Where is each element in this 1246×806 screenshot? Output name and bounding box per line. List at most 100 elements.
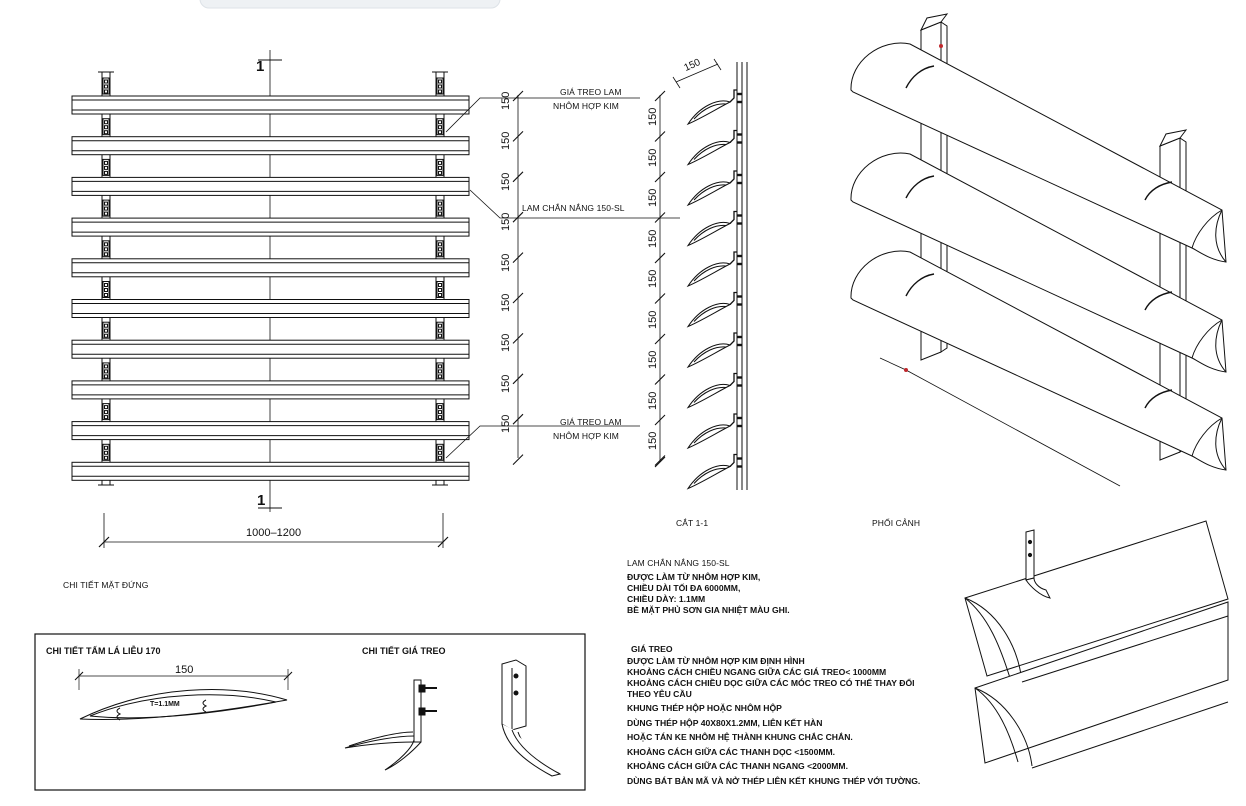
bracket-clip [102,321,110,339]
dimension-tick [654,414,666,426]
bracket-clip [436,403,444,421]
section-spacing-label: 150 [647,148,659,167]
dimension-tick [654,333,666,345]
leaf-width-label: 150 [175,664,194,676]
section-blade [686,453,742,490]
section-blade [686,251,742,288]
bracket-clip [102,158,110,176]
elevation-view [71,50,470,548]
section-blade [686,332,742,369]
perspective-slat [850,152,1227,373]
notes-bracket-line: KHOẢNG CÁCH GIỮA CÁC THANH NGANG <2000MM… [627,761,848,771]
section-mark-top: 1 [256,58,265,75]
left-spacing-label: 150 [500,293,512,312]
left-spacing-dimensions [512,90,524,465]
notes-product-line: ĐƯỢC LÀM TỪ NHÔM HỢP KIM, [627,572,761,582]
left-spacing-label: 150 [500,374,512,393]
leaf-thickness-label: T=1.1MM [150,701,180,708]
bracket-clip [436,281,444,298]
bracket-clip [436,199,444,217]
bracket-detail-title: CHI TIẾT GIÁ TREO [362,646,446,656]
section-blade [686,89,742,126]
bracket-clip [436,158,444,176]
top-bar-fragment [199,0,501,9]
section-spacing-label: 150 [647,431,659,450]
dimension-tick [512,373,524,385]
bracket-clip [102,443,110,461]
dimension-tick [512,252,524,263]
perspective-caption: PHỐI CẢNH [872,518,921,528]
perspective-view [850,13,1227,487]
dimension-tick [654,131,666,142]
elevation-slat [71,299,470,318]
notes-product-line: BỀ MẶT PHỦ SƠN GIA NHIỆT MÀU GHI. [627,605,790,615]
notes-product-line: CHIỀU DÀY: 1.1MM [627,594,706,604]
large-louver-detail [964,520,1229,769]
dimension-tick [654,90,666,102]
dimension-tick [512,211,524,223]
elevation-slat [71,136,470,156]
bracket-clip [102,281,110,298]
leader-bracket-bottom [445,425,640,459]
red-point-marker [939,44,943,48]
section-blade [686,291,742,328]
section-caption: CẮT 1-1 [676,518,709,528]
elevation-slat [71,461,470,481]
dimension-tick [512,171,524,183]
bracket-clip [436,362,444,380]
notes-product-title: LAM CHẮN NẮNG 150-SL [627,558,730,568]
section-blade [686,413,742,450]
section-blade [686,129,742,166]
bracket-clip [102,199,110,217]
elevation-slat [71,176,470,196]
width-dimension-label: 1000–1200 [246,527,302,539]
notes-bracket-line: KHOẢNG CÁCH GIỮA CÁC THANH DỌC <1500MM. [627,746,836,757]
leader-louver [469,189,680,219]
section-mark-bottom: 1 [257,492,266,509]
perspective-slat [850,42,1227,263]
section-spacing-label: 150 [647,269,659,288]
section-blade [686,170,742,207]
dimension-tick [654,252,666,264]
bracket-clip [436,77,444,95]
elevation-slat [71,217,470,237]
bracket-clip [102,362,110,380]
notes-bracket-line: KHUNG THÉP HỘP HOẶC NHÔM HỘP [627,703,782,713]
bracket-clip [102,240,110,258]
bracket-clip [436,443,444,461]
notes-bracket-line: KHOẢNG CÁCH CHIỀU NGANG GIỮA CÁC GIÁ TRE… [627,667,887,677]
bracket-3d-detail [501,659,562,777]
notes-bracket-line: DÙNG THÉP HỘP 40X80X1.2MM, LIÊN KẾT HÀN [627,717,823,728]
red-point-marker [904,368,908,372]
label-louver: LAM CHẮN NẮNG 150-SL [522,203,625,213]
section-spacing-label: 150 [647,229,659,248]
elevation-slat [71,380,470,400]
section-spacing-label: 150 [647,107,659,126]
notes-product-line: CHIỀU DÀI TỐI ĐA 6000MM, [627,583,741,593]
bracket-clip [436,118,444,136]
section-view [654,58,748,490]
section-blade [686,210,742,247]
elevation-slat [71,95,470,115]
notes-bracket-title: GIÁ TREO [631,644,673,654]
small-bracket-detail [344,679,437,771]
section-blade [686,372,742,409]
label-bracket-top-1: GIÁ TREO LAM [560,87,622,97]
notes-bracket-line: HOẶC TÁN KE NHÔM HỆ THÀNH KHUNG CHẮC CHẮ… [627,732,853,742]
elevation-slat [71,421,470,441]
dimension-tick [654,171,666,183]
elevation-slat [71,339,470,359]
bracket-clip [102,403,110,421]
notes-bracket-line: DÙNG BÁT BẢN MÃ VÀ NỞ THÉP LIÊN KẾT KHUN… [627,775,921,786]
dimension-tick [654,374,666,385]
label-bracket-bottom-1: GIÁ TREO LAM [560,417,622,427]
left-spacing-label: 150 [500,172,512,191]
dimension-tick [512,454,524,465]
bracket-clip [436,321,444,339]
leader-lines [445,97,680,459]
label-bracket-bottom-2: NHÔM HỢP KIM [553,431,619,441]
bracket-clip [102,77,110,95]
